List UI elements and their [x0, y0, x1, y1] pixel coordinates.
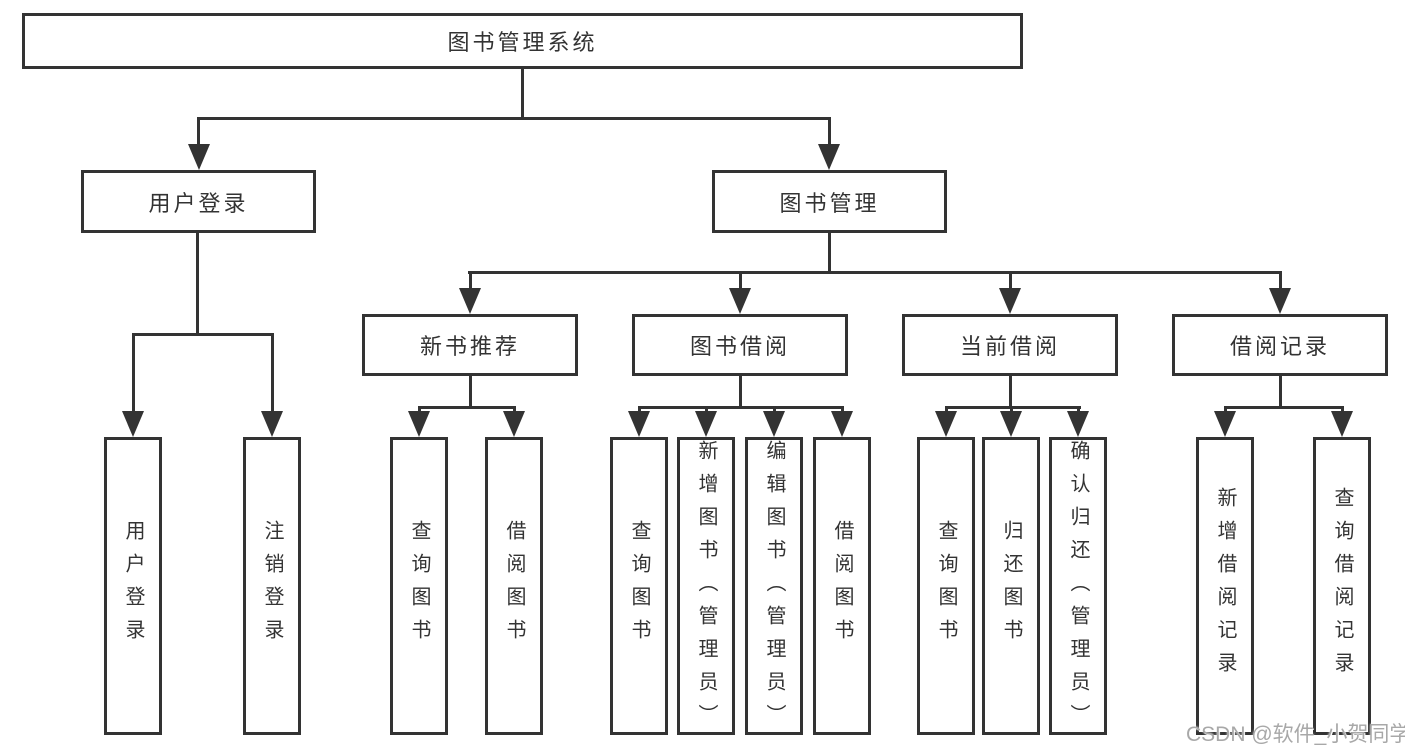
- connector-user-login-bar: [132, 333, 274, 336]
- connector-leaf-5: [638, 406, 641, 414]
- arrowhead-new-book-icon: [459, 288, 481, 314]
- connector-borrow-record-bar: [1224, 406, 1343, 409]
- arrowhead-leaf-10-icon: [1000, 411, 1022, 437]
- leaf-query-books-borrow: 查询图书: [610, 437, 668, 735]
- leaf-query-borrow-record: 查询借阅记录: [1313, 437, 1371, 735]
- arrowhead-borrow-record-icon: [1269, 288, 1291, 314]
- connector-to-leaf-logout: [271, 333, 274, 411]
- connector-leaf-4: [513, 406, 516, 414]
- arrowhead-leaf-9-icon: [935, 411, 957, 437]
- node-user-login: 用户登录: [81, 170, 316, 233]
- leaf-borrow-books-recommend: 借阅图书: [485, 437, 543, 735]
- connector-to-borrow-record: [1279, 271, 1282, 290]
- leaf-user-login: 用户登录: [104, 437, 162, 735]
- node-book-borrow: 图书借阅: [632, 314, 848, 376]
- connector-book-management-stub: [828, 233, 831, 271]
- node-borrow-record: 借阅记录: [1172, 314, 1388, 376]
- leaf-logout: 注销登录: [243, 437, 301, 735]
- node-library-system: 图书管理系统: [22, 13, 1023, 69]
- arrowhead-user-login-icon: [188, 144, 210, 170]
- leaf-edit-book-admin: 编辑图书（管理员）: [745, 437, 803, 737]
- arrowhead-leaf-user-login-icon: [122, 411, 144, 437]
- connector-current-borrow-bar: [945, 406, 1081, 409]
- leaf-query-books-recommend: 查询图书: [390, 437, 448, 735]
- connector-root-bar: [197, 117, 831, 120]
- connector-current-borrow-stub: [1009, 376, 1012, 407]
- node-current-borrow: 当前借阅: [902, 314, 1118, 376]
- arrowhead-book-management-icon: [818, 144, 840, 170]
- leaf-borrow-books: 借阅图书: [813, 437, 871, 735]
- connector-leaf-12: [1224, 406, 1227, 414]
- arrowhead-leaf-11-icon: [1067, 411, 1089, 437]
- arrowhead-leaf-3-icon: [408, 411, 430, 437]
- connector-leaf-10: [1010, 406, 1013, 414]
- arrowhead-leaf-13-icon: [1331, 411, 1353, 437]
- connector-to-new-book: [469, 271, 472, 290]
- arrowhead-leaf-12-icon: [1214, 411, 1236, 437]
- connector-leaf-7: [773, 406, 776, 414]
- leaf-return-book: 归还图书: [982, 437, 1040, 735]
- connector-root-stub: [521, 69, 524, 118]
- arrowhead-leaf-8-icon: [831, 411, 853, 437]
- connector-leaf-9: [945, 406, 948, 414]
- connector-book-borrow-stub: [739, 376, 742, 407]
- connector-new-book-stub: [469, 376, 472, 407]
- connector-leaf-11: [1077, 406, 1080, 414]
- node-new-book-recommend: 新书推荐: [362, 314, 578, 376]
- connector-leaf-8: [841, 406, 844, 414]
- connector-leaf-13: [1341, 406, 1344, 414]
- csdn-watermark: CSDN @软件_小贺同学: [1186, 723, 1405, 746]
- connector-leaf-6: [705, 406, 708, 414]
- connector-to-user-login: [197, 117, 200, 146]
- leaf-query-books-current: 查询图书: [917, 437, 975, 735]
- arrowhead-current-borrow-icon: [999, 288, 1021, 314]
- connector-to-book-management: [828, 117, 831, 146]
- leaf-confirm-return-admin: 确认归还（管理员）: [1049, 437, 1107, 737]
- connector-borrow-record-stub: [1279, 376, 1282, 407]
- connector-user-login-stub: [196, 233, 199, 333]
- arrowhead-leaf-4-icon: [503, 411, 525, 437]
- connector-leaf-3: [418, 406, 421, 414]
- arrowhead-leaf-logout-icon: [261, 411, 283, 437]
- arrowhead-leaf-7-icon: [763, 411, 785, 437]
- connector-book-borrow-bar: [638, 406, 844, 409]
- node-book-management: 图书管理: [712, 170, 947, 233]
- leaf-add-book-admin: 新增图书（管理员）: [677, 437, 735, 737]
- connector-to-current-borrow: [1009, 271, 1012, 290]
- connector-to-leaf-user-login: [132, 333, 135, 411]
- connector-to-book-borrow: [739, 271, 742, 290]
- arrowhead-book-borrow-icon: [729, 288, 751, 314]
- connector-new-book-bar: [418, 406, 516, 409]
- connector-book-management-bar: [468, 271, 1282, 274]
- arrowhead-leaf-5-icon: [628, 411, 650, 437]
- arrowhead-leaf-6-icon: [695, 411, 717, 437]
- leaf-add-borrow-record: 新增借阅记录: [1196, 437, 1254, 735]
